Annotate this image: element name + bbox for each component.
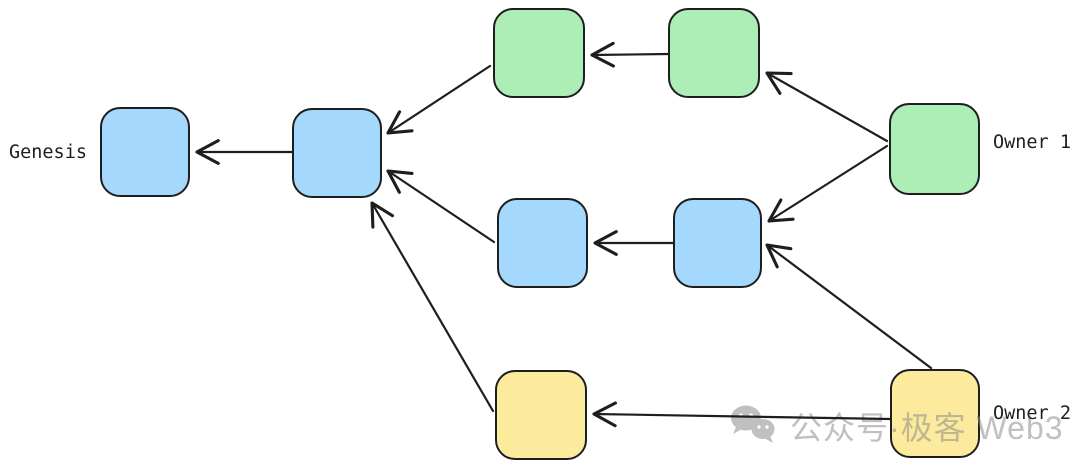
- green-block-b: [668, 8, 760, 98]
- edge-yellow-block-a-to-chain-tip-block: [370, 201, 495, 413]
- blue-block-a: [497, 198, 588, 288]
- edge-owner1-block-to-green-block-b: [765, 71, 889, 143]
- edge-green-block-b-to-green-block-a: [590, 41, 670, 68]
- label-owner1: Owner 1: [993, 132, 1071, 153]
- edge-green-block-a-to-chain-tip-block: [386, 64, 492, 135]
- green-block-a: [493, 8, 585, 98]
- chain-tip-block: [292, 108, 382, 198]
- yellow-block-a: [495, 370, 587, 460]
- edge-blue-block-a-to-chain-tip-block: [386, 169, 496, 244]
- edge-owner1-block-to-blue-block-b: [767, 144, 889, 223]
- wechat-icon: [728, 398, 780, 454]
- edge-owner2-block-to-blue-block-b: [765, 243, 933, 370]
- owner1-block: [889, 103, 980, 195]
- label-genesis: Genesis: [9, 142, 87, 163]
- label-owner2: Owner 2: [993, 403, 1071, 424]
- genesis-block: [100, 107, 190, 197]
- blue-block-b: [673, 198, 762, 288]
